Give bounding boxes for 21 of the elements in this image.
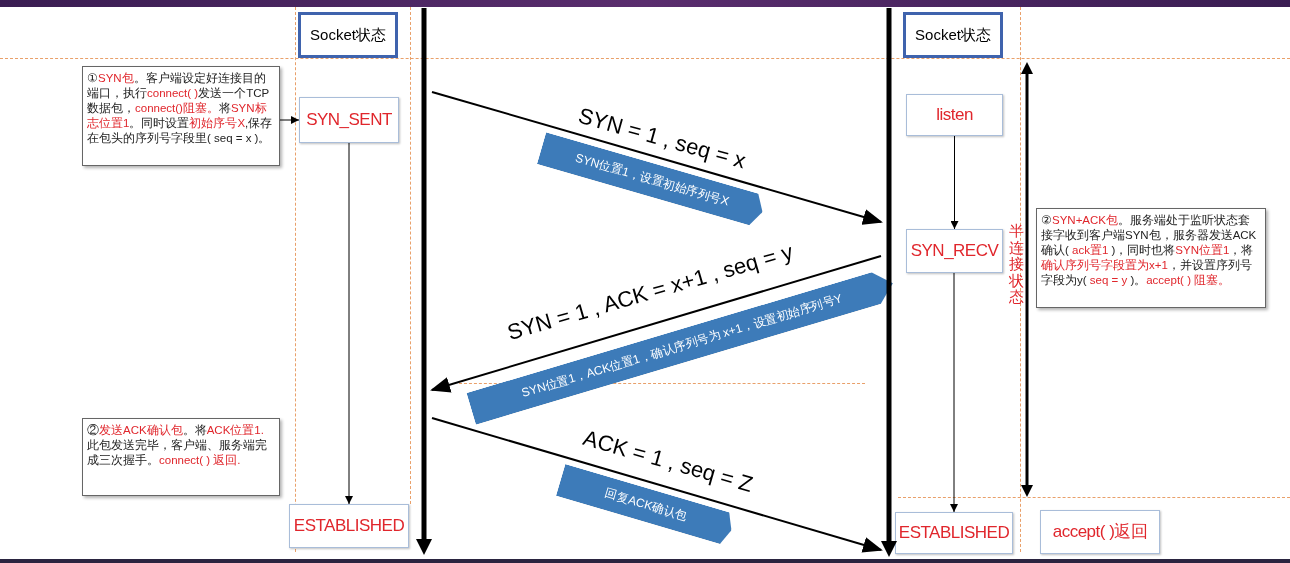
span-label: 半连接状态 bbox=[1008, 222, 1024, 306]
state-box: SYN_RECV bbox=[906, 229, 1003, 273]
state-box: SYN_SENT bbox=[299, 97, 399, 143]
timeline-bar bbox=[416, 8, 432, 555]
state-box: ESTABLISHED bbox=[895, 512, 1013, 554]
column-header: Socket状态 bbox=[298, 12, 398, 58]
arrow bbox=[431, 417, 883, 553]
note-box: ①SYN包。客户端设定好连接目的端口，执行connect( )发送一个TCP数据包，connect()阻塞。将SYN标志位置1。同时设置初始序号X,保存在包头的序列号字段里( seq = x )。 bbox=[82, 66, 280, 166]
note-box: ②发送ACK确认包。将ACK位置1.此包发送完毕，客户端、服务端完成三次握手。connect( ) 返回. bbox=[82, 418, 280, 496]
state-box: ESTABLISHED bbox=[289, 504, 409, 548]
arrow bbox=[279, 116, 300, 124]
arrow bbox=[345, 142, 353, 505]
state-box: accept( )返回 bbox=[1040, 510, 1160, 554]
arrow bbox=[950, 135, 959, 230]
column-header: Socket状态 bbox=[903, 12, 1003, 58]
arrow bbox=[431, 91, 883, 225]
state-box: listen bbox=[906, 94, 1003, 136]
arrow bbox=[430, 255, 882, 393]
timeline-bar bbox=[881, 8, 897, 557]
note-box: ②SYN+ACK包。服务端处于监听状态套接字收到客户端SYN包，服务器发送ACK确认( ack置1 )，同时也将SYN位置1，将确认序列号字段置为x+1，并设置序列号字段为y( seq = y )。accept( ) 阻塞。 bbox=[1036, 208, 1266, 308]
arrow bbox=[950, 272, 958, 513]
